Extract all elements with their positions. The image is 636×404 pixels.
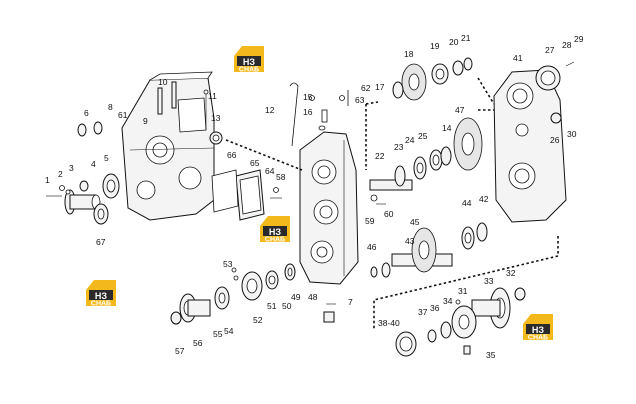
callout-label: 6 [84,108,89,118]
callout-label: 45 [410,217,420,227]
callout-label: 18 [404,49,414,59]
callout-label: 12 [265,105,275,115]
gasket-cover [209,131,282,221]
logo-text: НЗ [243,57,255,67]
callout-label: 55 [213,329,223,339]
callout-label: 67 [96,237,106,247]
callout-label: 65 [250,158,260,168]
callout-label: 31 [458,286,468,296]
callout-label: 41 [513,53,523,63]
callout-label: 21 [461,33,471,43]
callout-label: 22 [375,151,385,161]
callout-label: 26 [550,135,560,145]
callout-label: 20 [449,37,459,47]
brand-logo: НЗ СНАБ [260,216,290,244]
callout-label: 63 [355,95,365,105]
callout-label: 49 [291,292,301,302]
callout-label: 66 [227,150,237,160]
left-gearbox-housing [121,71,215,221]
callout-label: 2 [58,169,63,179]
callout-label: 29 [574,34,584,44]
logo-subtext: СНАБ [265,237,285,244]
logo-text: НЗ [532,325,544,335]
callout-label: 46 [367,242,377,252]
callout-label: 54 [224,326,234,336]
callout-label: 27 [545,45,555,55]
callout-label: 8 [108,102,113,112]
callout-label: 15 [303,92,313,102]
callout-label: 10 [158,77,168,87]
callout-label: 52 [253,315,263,325]
callout-label: 51 [267,301,277,311]
callout-label: 9 [143,116,148,126]
callout-label: 37 [418,307,428,317]
callout-label: 4 [91,159,96,169]
brand-logo: НЗ СНАБ [86,280,116,308]
logo-subtext: СНАБ [528,335,548,342]
callout-label: 62 [361,83,371,93]
logo-text: НЗ [95,291,107,301]
upper-gear-shaft [369,57,483,205]
callout-label: 32 [506,268,516,278]
callout-label: 58 [276,172,286,182]
callout-label: 38-40 [378,318,400,328]
callout-label: 33 [484,276,494,286]
callout-label: 13 [211,113,221,123]
middle-housing [289,82,359,323]
callout-label: 59 [365,216,375,226]
callout-label: 42 [479,194,489,204]
callout-label: 19 [430,41,440,51]
callout-label: 48 [308,292,318,302]
callout-label: 16 [303,107,313,117]
brand-logo: НЗ СНАБ [523,314,553,342]
callout-label: 61 [118,110,128,120]
callout-label: 5 [104,153,109,163]
callout-label: 3 [69,163,74,173]
callout-label: 64 [265,166,275,176]
callout-label: 34 [443,296,453,306]
callout-label: 1 [45,175,50,185]
callout-label: 44 [462,198,472,208]
callout-label: 36 [430,303,440,313]
callout-label: 11 [208,91,217,101]
callout-labels: 1 2 3 4 5 6 7 8 9 10 11 12 13 14 15 16 1… [45,33,584,360]
logo-subtext: СНАБ [91,301,111,308]
brand-logo: НЗ СНАБ [234,46,264,74]
callout-label: 60 [384,209,394,219]
lower-shaft-assembly [170,263,296,325]
lower-gear-shaft [370,222,488,278]
callout-label: 56 [193,338,203,348]
callout-label: 43 [405,236,415,246]
callout-label: 53 [223,259,233,269]
callout-label: 23 [394,142,404,152]
callout-label: 47 [455,105,465,115]
logo-subtext: СНАБ [239,67,259,74]
callout-label: 28 [562,40,572,50]
callout-label: 35 [486,350,496,360]
input-flange-assembly [46,121,120,225]
callout-label: 24 [405,135,415,145]
assembly-lines [225,77,559,330]
logo-text: НЗ [269,227,281,237]
callout-label: 57 [175,346,185,356]
callout-label: 30 [567,129,577,139]
right-cover [493,61,575,223]
output-flange-assembly [395,287,526,357]
callout-label: 25 [418,131,428,141]
callout-label: 7 [348,297,353,307]
callout-label: 50 [282,301,292,311]
callout-label: 14 [442,123,452,133]
dipsticks [157,81,209,130]
callout-label: 17 [375,82,385,92]
